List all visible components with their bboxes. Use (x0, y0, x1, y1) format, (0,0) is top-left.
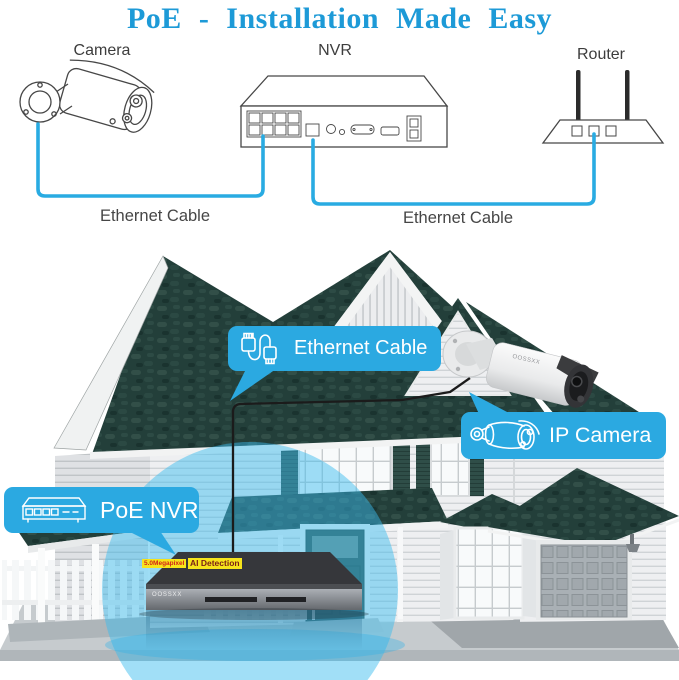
ethernet-cable-icon (241, 332, 277, 364)
nvr-reflection (146, 610, 362, 650)
entry-post (398, 527, 403, 619)
porch-column (38, 548, 45, 632)
ethernet-cables (36, 122, 596, 206)
nvr-brand-text: OOSSXX (152, 592, 183, 598)
router-antenna (576, 70, 581, 122)
wall-lamp (626, 534, 640, 552)
cable-camera-to-nvr (36, 122, 265, 198)
left-gable-trim (53, 255, 169, 451)
entry-roof (218, 488, 448, 533)
cable-nvr-to-router (311, 132, 596, 206)
nvr-icon (21, 497, 87, 523)
camera-label: Camera (73, 42, 131, 59)
router-label: Router (576, 46, 626, 63)
callout-ip-camera: IP Camera (461, 392, 666, 459)
router-line-art (541, 70, 665, 144)
center-gable-trim (318, 252, 393, 348)
house-ethernet-cable (231, 377, 471, 562)
nvr-line-art (239, 75, 449, 148)
nvr-sticker-ai-detection: AI Detection (188, 558, 242, 570)
callout-tail (128, 531, 176, 555)
callout-label: Ethernet Cable (294, 337, 428, 359)
main-eave-fascia (90, 433, 560, 459)
callout-label: PoE NVR (100, 496, 199, 523)
porch-column (92, 544, 99, 632)
bay-window (453, 526, 525, 620)
nvr-sticker-megapixel: 5.0Megapixel (142, 559, 187, 569)
bay-side-pane (523, 528, 540, 618)
garage-roof (488, 468, 679, 546)
router-antenna (625, 70, 630, 122)
callout-tail (469, 392, 511, 414)
garage-door (540, 544, 628, 618)
callout-poe-nvr: PoE NVR (4, 487, 199, 555)
center-gable-face (318, 252, 462, 348)
wall-camera-device (442, 330, 599, 408)
callout-ethernet-cable: Ethernet Cable (228, 326, 441, 401)
house-illustration (0, 250, 679, 680)
nvr-label: NVR (318, 42, 352, 59)
bay-side-pane (440, 530, 455, 620)
ethernet-cable-label-right: Ethernet Cable (402, 209, 514, 227)
camera-line-art (19, 59, 155, 133)
callout-label: IP Camera (549, 423, 652, 447)
ground-edge (0, 650, 679, 661)
page-title: PoE - Installation Made Easy (126, 2, 553, 35)
fence-rail (2, 600, 207, 605)
nvr-device (139, 552, 369, 650)
callout-tail (230, 369, 276, 401)
ethernet-cable-label-left: Ethernet Cable (99, 207, 211, 225)
bullet-camera-icon (470, 419, 540, 450)
